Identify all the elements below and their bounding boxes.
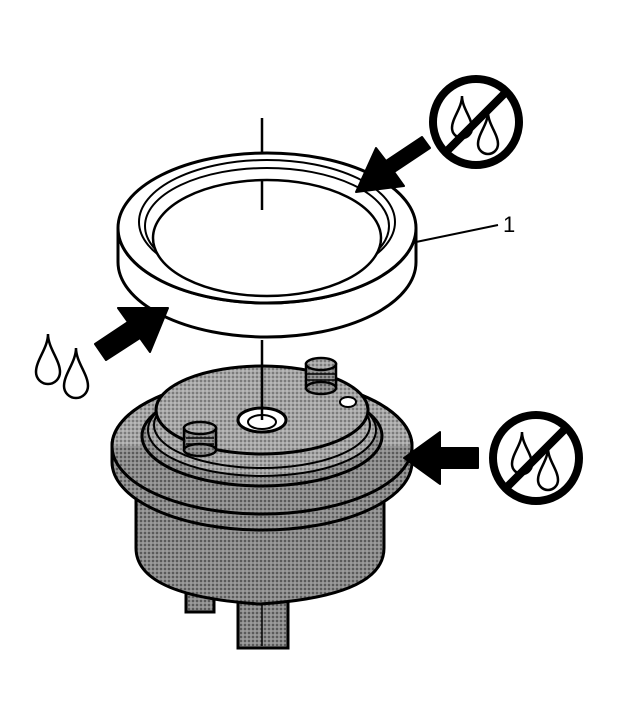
arrow-to-seal-inner (355, 136, 431, 193)
no-lubricant-icon (489, 411, 583, 505)
lubricant-drops-icon (34, 333, 90, 400)
arrow-to-seal-outer (94, 307, 169, 361)
housing-right-stud (304, 356, 338, 396)
housing-vent-hole (339, 396, 357, 408)
no-lubricant-icon (429, 75, 523, 169)
seal-ring (116, 151, 418, 339)
callout-1-label: 1 (503, 212, 515, 237)
pump-housing (110, 356, 414, 650)
housing-bottom-shaft (236, 596, 290, 650)
callout-1: 1 (415, 212, 515, 243)
arrow-to-housing-groove (403, 431, 479, 485)
housing-left-stud (182, 420, 218, 458)
